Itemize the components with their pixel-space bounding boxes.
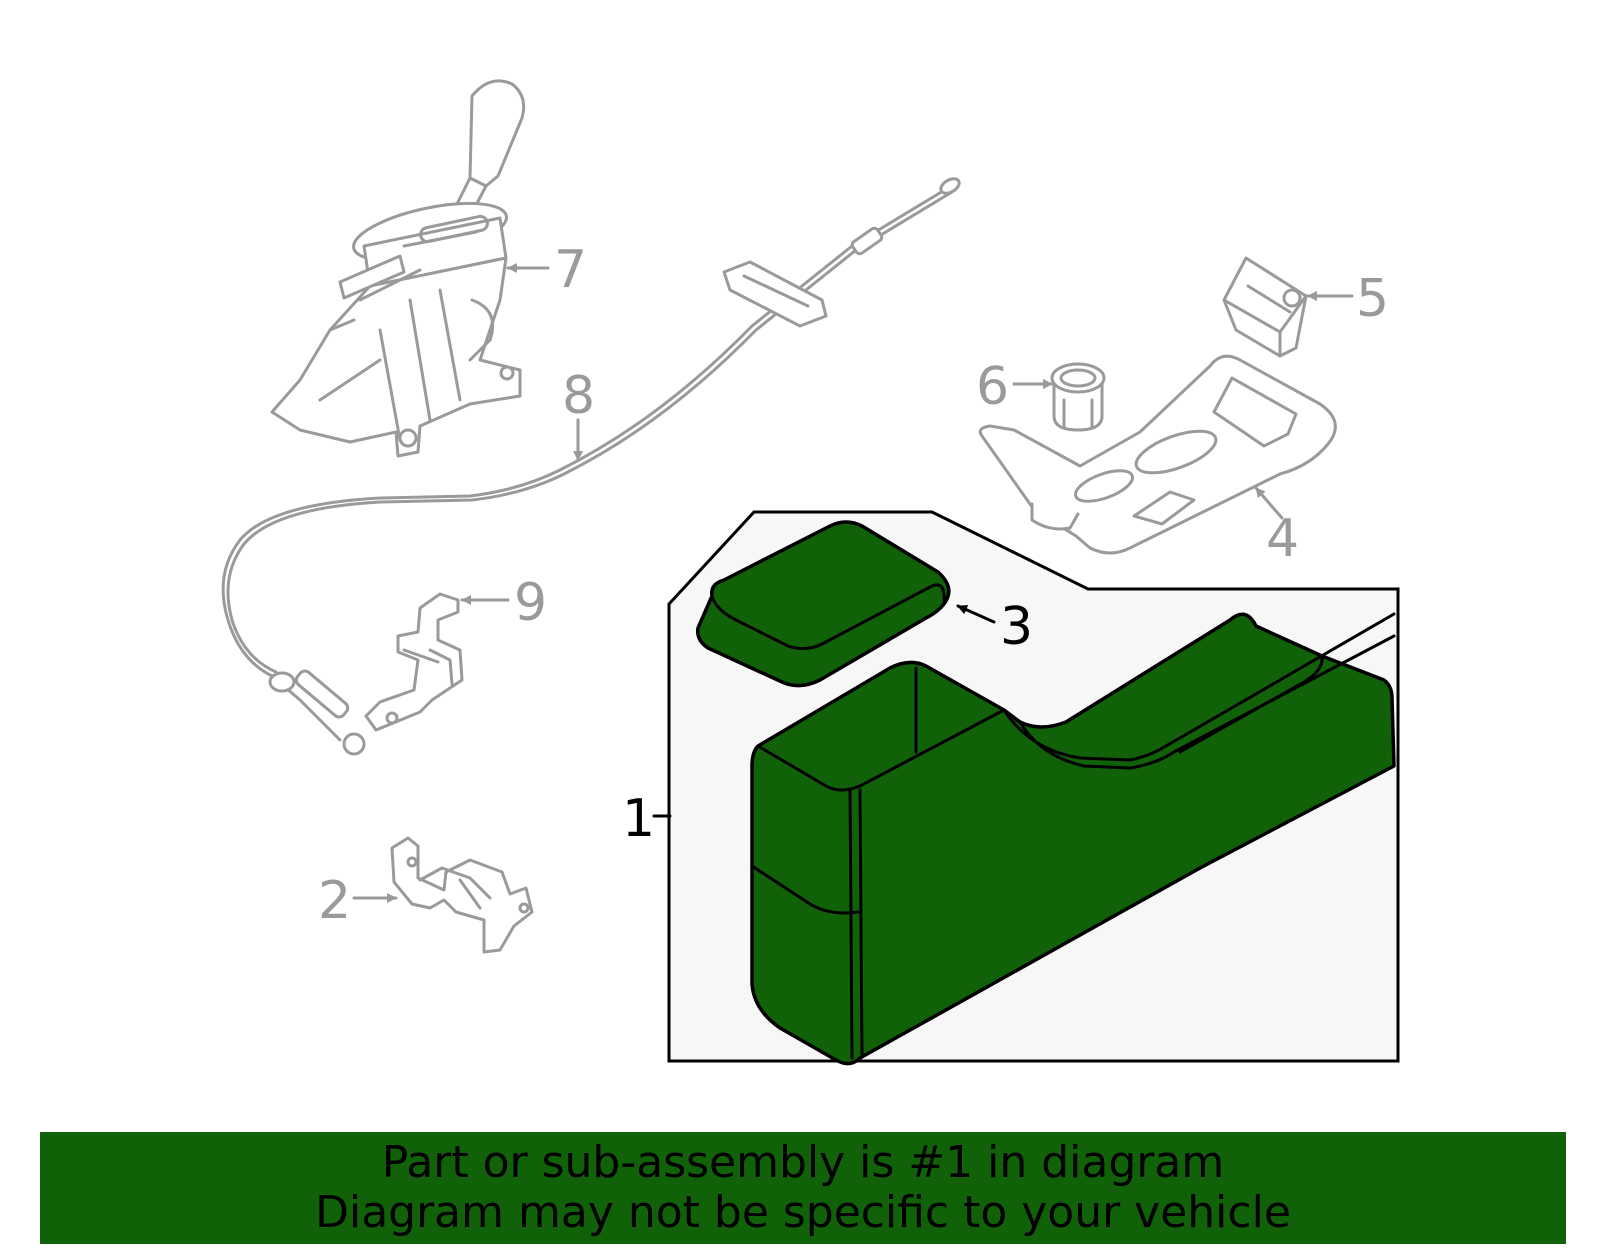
banner-line-1: Part or sub-assembly is #1 in diagram [381,1137,1225,1188]
cable-bracket [364,592,464,732]
callout-1: 1 [622,789,655,849]
callout-arrow-4 [1254,486,1284,520]
callout-3: 3 [1000,597,1033,657]
callout-5: 5 [1356,269,1389,329]
callout-6: 6 [976,357,1009,417]
callout-arrow-3 [956,604,996,624]
console-assembly [750,612,1396,1066]
callout-8: 8 [562,366,595,426]
shift-cable [221,177,961,756]
storage-tray [1222,256,1308,358]
callout-2: 2 [318,871,351,931]
callout-4: 4 [1266,509,1299,569]
armrest-lid [695,520,951,688]
cup-holder-insert [1050,362,1106,432]
info-banner: Part or sub-assembly is #1 in diagram Di… [40,1132,1566,1244]
banner-line-2: Diagram may not be specific to your vehi… [315,1187,1291,1238]
callout-7: 7 [554,240,587,300]
console-top-panel [978,354,1337,555]
callout-9: 9 [514,573,547,633]
shifter-assembly [270,79,526,458]
bracket [390,836,534,954]
